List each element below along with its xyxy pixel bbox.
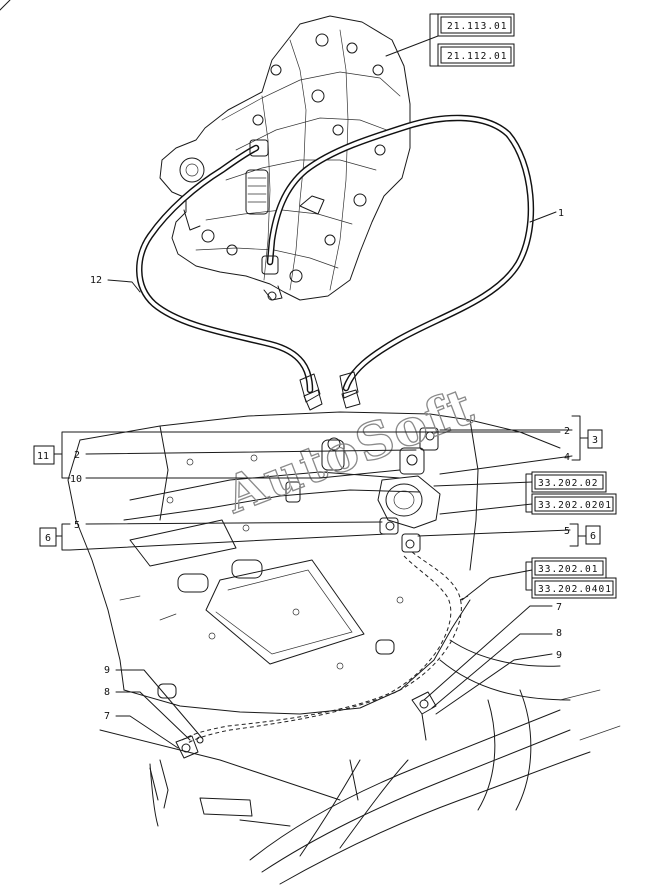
callout-7-left: 7 <box>104 711 110 722</box>
svg-text:6: 6 <box>45 533 51 544</box>
callout-box-6-left[interactable]: 6 <box>39 527 57 547</box>
svg-text:21.112.01: 21.112.01 <box>447 51 507 62</box>
ref-box-mid-1[interactable]: 33.202.02 <box>531 471 607 493</box>
callout-labels: 1 12 2 4 2 10 5 5 7 8 9 9 8 7 <box>70 208 570 722</box>
callout-7-right: 7 <box>556 602 562 613</box>
svg-text:6: 6 <box>590 531 596 542</box>
callout-box-11[interactable]: 11 <box>33 445 55 465</box>
callout-box-6-right[interactable]: 6 <box>585 525 601 545</box>
svg-text:33.202.02: 33.202.02 <box>538 478 598 489</box>
floor-plate <box>67 411 561 715</box>
svg-text:11: 11 <box>37 451 49 462</box>
callout-2-right: 2 <box>564 426 570 437</box>
callout-8-left: 8 <box>104 687 110 698</box>
svg-text:21.113.01: 21.113.01 <box>447 21 507 32</box>
callout-4: 4 <box>564 452 570 463</box>
hose-1 <box>266 114 535 392</box>
ref-box-top-1[interactable]: 21.113.01 <box>437 13 515 37</box>
callout-9-right: 9 <box>556 650 562 661</box>
hose-12 <box>136 144 314 394</box>
svg-text:33.202.0401: 33.202.0401 <box>538 584 612 595</box>
svg-text:3: 3 <box>592 435 598 446</box>
callout-5-right: 5 <box>564 526 570 537</box>
valve-assembly <box>377 427 441 553</box>
svg-text:33.202.0201: 33.202.0201 <box>538 500 612 511</box>
corner-mark <box>0 0 11 11</box>
lower-structure <box>99 639 621 885</box>
ref-box-low-2[interactable]: 33.202.0401 <box>531 577 617 599</box>
callout-2-left: 2 <box>74 450 80 461</box>
leader-lines <box>53 13 591 749</box>
lower-fittings <box>149 691 437 809</box>
callout-box-3[interactable]: 3 <box>587 429 603 449</box>
callout-1: 1 <box>558 208 564 219</box>
ref-box-top-2[interactable]: 21.112.01 <box>437 43 515 67</box>
dashed-pipe <box>181 551 469 745</box>
callout-10: 10 <box>70 474 82 485</box>
ref-box-mid-2[interactable]: 33.202.0201 <box>531 493 617 515</box>
callout-5-left: 5 <box>74 520 80 531</box>
callout-9-left: 9 <box>104 665 110 676</box>
hose-fittings <box>249 139 361 411</box>
callout-12: 12 <box>90 275 102 286</box>
transmission-assembly <box>159 15 411 301</box>
svg-text:33.202.01: 33.202.01 <box>538 564 598 575</box>
callout-8-right: 8 <box>556 628 562 639</box>
ref-box-low-1[interactable]: 33.202.01 <box>531 557 607 579</box>
